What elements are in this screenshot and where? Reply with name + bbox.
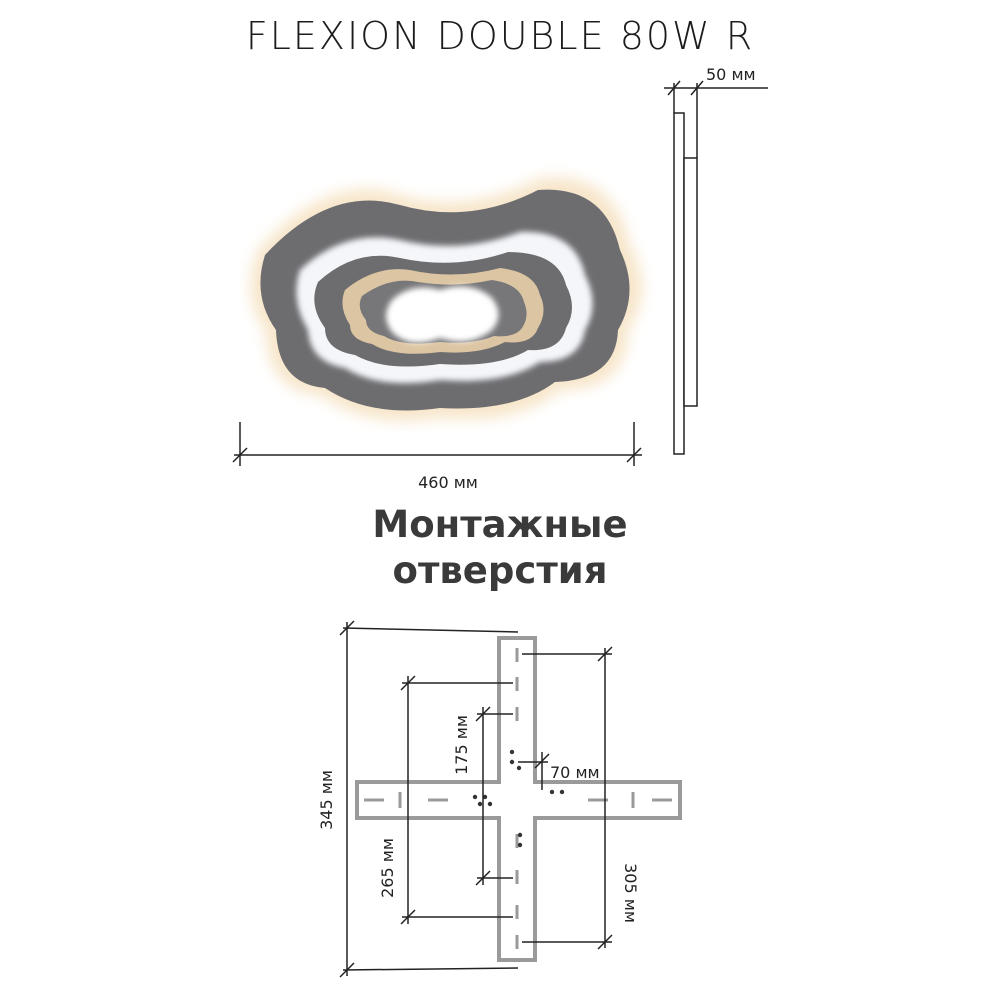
dimension-305 [522,646,613,950]
dimension-175 [475,706,513,886]
section-title: Монтажные отверстия [0,502,1000,594]
lamp-top-view [250,177,643,422]
width-label: 460 мм [418,473,478,492]
span-175-label: 175 мм [452,715,471,775]
lamp-center-white [386,286,499,343]
height-345-label: 345 мм [317,770,336,830]
mounting-holes [472,749,565,848]
section-title-line1: Монтажные [372,503,628,546]
dimension-265 [400,675,513,925]
width-dimension [232,422,642,466]
product-title: FLEXION DOUBLE 80W R [245,14,755,58]
span-305-label: 305 мм [621,863,640,923]
section-title-line2: отверстия [392,549,608,592]
depth-label: 50 мм [706,65,756,84]
dimension-70 [518,752,550,790]
lamp-side-view [664,80,768,455]
dimension-345 [339,620,519,978]
span-265-label: 265 мм [378,838,397,898]
mounting-slots [364,648,672,949]
mounting-bracket [355,636,682,962]
span-70-label: 70 мм [550,763,600,782]
